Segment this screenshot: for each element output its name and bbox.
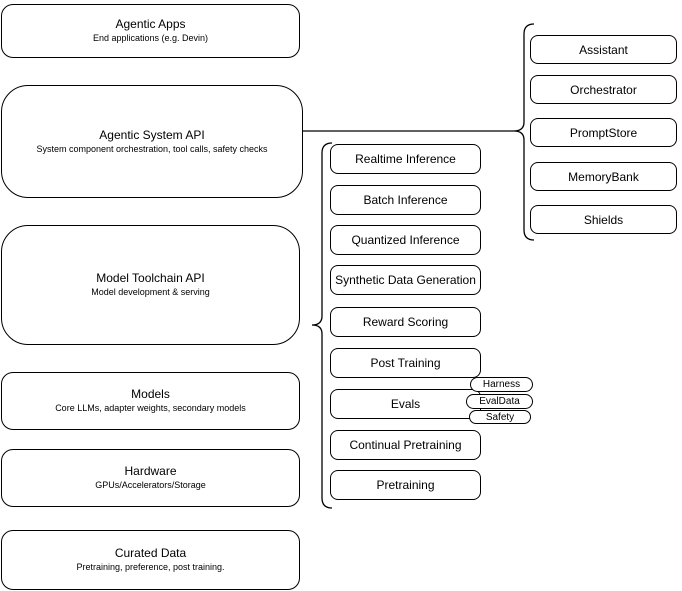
tag-safety: Safety bbox=[469, 410, 531, 424]
node-subtitle: Core LLMs, adapter weights, secondary mo… bbox=[55, 403, 246, 413]
node-subtitle: GPUs/Accelerators/Storage bbox=[95, 480, 206, 490]
node-agentic-apps: Agentic Apps End applications (e.g. Devi… bbox=[1, 4, 300, 58]
node-label: Continual Pretraining bbox=[349, 438, 462, 452]
node-label: Batch Inference bbox=[363, 193, 448, 207]
node-label: Post Training bbox=[370, 356, 441, 370]
node-realtime-inference: Realtime Inference bbox=[330, 144, 481, 174]
node-reward-scoring: Reward Scoring bbox=[330, 307, 481, 337]
node-assistant: Assistant bbox=[530, 35, 677, 64]
node-subtitle: Model development & serving bbox=[91, 287, 210, 297]
node-label: MemoryBank bbox=[568, 169, 639, 184]
node-curated-data: Curated Data Pretraining, preference, po… bbox=[1, 530, 300, 590]
node-label: Pretraining bbox=[376, 478, 435, 492]
node-title: Models bbox=[131, 387, 170, 401]
node-title: Agentic Apps bbox=[115, 17, 186, 31]
node-title: Curated Data bbox=[114, 546, 187, 560]
node-quantized-inference: Quantized Inference bbox=[330, 225, 481, 255]
node-label: Synthetic Data Generation bbox=[335, 273, 476, 287]
node-pretraining: Pretraining bbox=[330, 470, 481, 500]
node-subtitle: End applications (e.g. Devin) bbox=[92, 33, 209, 43]
toolchain-brace bbox=[311, 142, 333, 509]
node-label: Assistant bbox=[579, 42, 628, 57]
node-model-toolchain-api: Model Toolchain API Model development & … bbox=[1, 225, 300, 345]
node-title: Hardware bbox=[124, 464, 177, 478]
node-agentic-system-api: Agentic System API System component orch… bbox=[1, 85, 303, 198]
node-subtitle: Pretraining, preference, post training. bbox=[76, 562, 225, 572]
node-continual-pretraining: Continual Pretraining bbox=[330, 430, 481, 460]
node-label: Quantized Inference bbox=[351, 233, 460, 247]
node-label: Evals bbox=[390, 397, 421, 411]
tag-harness: Harness bbox=[470, 377, 533, 392]
node-evals: Evals bbox=[330, 389, 481, 419]
node-title: Model Toolchain API bbox=[96, 271, 205, 285]
node-post-training: Post Training bbox=[330, 348, 481, 378]
node-orchestrator: Orchestrator bbox=[530, 75, 677, 104]
node-label: Shields bbox=[583, 212, 624, 227]
node-batch-inference: Batch Inference bbox=[330, 185, 481, 215]
node-title: Agentic System API bbox=[99, 127, 205, 142]
node-label: PromptStore bbox=[569, 125, 638, 140]
node-label: Realtime Inference bbox=[355, 152, 456, 166]
node-label: Reward Scoring bbox=[362, 315, 449, 329]
node-subtitle: System component orchestration, tool cal… bbox=[36, 143, 268, 154]
tag-evaldata: EvalData bbox=[466, 394, 533, 409]
node-label: Orchestrator bbox=[570, 82, 637, 97]
node-hardware: Hardware GPUs/Accelerators/Storage bbox=[1, 449, 300, 507]
node-synthetic-data-generation: Synthetic Data Generation bbox=[330, 265, 481, 295]
node-shields: Shields bbox=[530, 205, 677, 234]
node-memorybank: MemoryBank bbox=[530, 162, 677, 191]
node-promptstore: PromptStore bbox=[530, 118, 677, 147]
node-models: Models Core LLMs, adapter weights, secon… bbox=[1, 372, 300, 430]
